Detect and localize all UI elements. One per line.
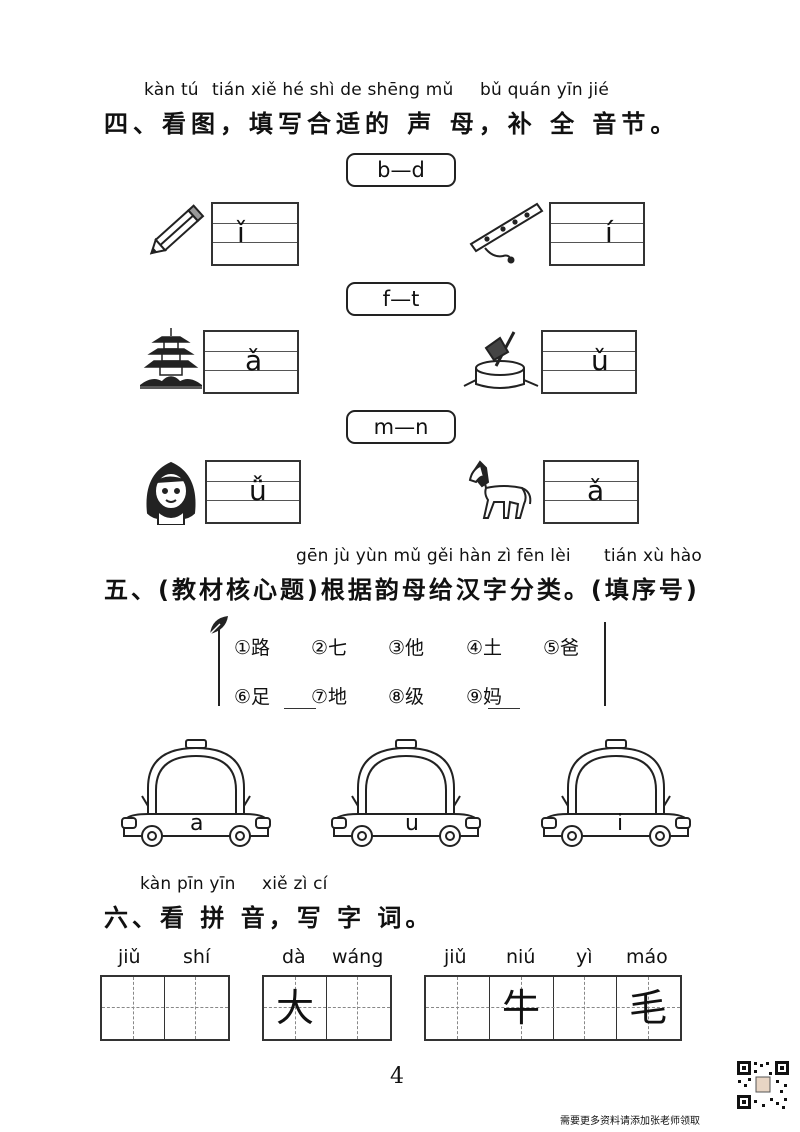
pencil-icon xyxy=(149,204,205,255)
syllable-text: ǐ xyxy=(237,216,245,249)
syllable-grid-2[interactable]: í xyxy=(549,202,645,266)
car-u[interactable] xyxy=(328,738,484,848)
syllable-text: ǚ xyxy=(249,474,267,507)
syllable-text: í xyxy=(605,216,613,249)
pinyin-tian-xie: tián xiě hé shì de shēng mǔ xyxy=(212,80,454,100)
car-i-label: i xyxy=(617,811,624,836)
char-item-1: ①路 xyxy=(234,637,271,659)
underline-mark xyxy=(488,708,520,709)
pinyin-kan-pin-yin: kàn pīn yīn xyxy=(140,874,236,894)
pinyin-bu-quan: bǔ quán yīn jié xyxy=(480,80,609,100)
writing-grid-2[interactable]: 大 xyxy=(262,975,392,1041)
grid-char: 牛 xyxy=(501,986,540,1030)
pinyin-jiu-2: jiǔ xyxy=(444,946,467,968)
char-item-8: ⑧级 xyxy=(388,686,425,708)
pinyin-jiu: jiǔ xyxy=(118,946,141,968)
pinyin-tian-xu-hao: tián xù hào xyxy=(604,546,703,566)
syllable-text: ǎ xyxy=(587,474,605,507)
syllable-grid-4[interactable]: ǔ xyxy=(541,330,637,394)
writing-grid-1[interactable] xyxy=(100,975,230,1041)
car-i[interactable] xyxy=(538,738,694,848)
grid-char: 毛 xyxy=(628,986,667,1030)
section6-heading: 六、看 拼 音，写 字 词。 xyxy=(104,904,434,932)
qr-caption: 需要更多资料请添加张老师领取 xyxy=(560,1116,700,1127)
syllable-grid-6[interactable]: ǎ xyxy=(543,460,639,524)
pinyin-mao: máo xyxy=(626,946,668,968)
pair-b-d: b—d xyxy=(346,153,456,187)
car-a-label: a xyxy=(190,811,204,836)
grid-char: 大 xyxy=(275,986,314,1030)
character-list-box xyxy=(218,622,606,706)
pair-f-t: f—t xyxy=(346,282,456,316)
syllable-grid-1[interactable]: ǐ xyxy=(211,202,299,266)
pair-m-n: m—n xyxy=(346,410,456,444)
syllable-grid-3[interactable]: ǎ xyxy=(203,330,299,394)
leaf-icon xyxy=(209,616,228,635)
flute-icon xyxy=(469,202,544,264)
page-number: 4 xyxy=(390,1064,404,1089)
char-item-9: ⑨妈 xyxy=(466,686,503,708)
syllable-grid-5[interactable]: ǚ xyxy=(205,460,301,524)
pinyin-gen-ju: gēn jù yùn mǔ gěi hàn zì fēn lèi xyxy=(296,546,571,566)
qr-code-icon[interactable] xyxy=(736,1060,790,1110)
char-item-6: ⑥足 xyxy=(234,686,271,708)
girl-icon xyxy=(146,461,196,525)
char-item-2: ②七 xyxy=(311,637,348,659)
section4-heading: 四、看图，填写合适的 声 母，补 全 音节。 xyxy=(104,110,680,138)
syllable-text: ǎ xyxy=(245,344,263,377)
underline-mark xyxy=(284,708,316,709)
pinyin-xie-zi-ci: xiě zì cí xyxy=(262,874,328,894)
pinyin-niu: niú xyxy=(506,946,536,968)
writing-grid-3[interactable]: 牛 毛 xyxy=(424,975,682,1041)
section5-heading: 五、(教材核心题)根据韵母给汉字分类。(填序号) xyxy=(104,576,700,604)
char-item-5: ⑤爸 xyxy=(543,637,580,659)
char-item-7: ⑦地 xyxy=(311,686,348,708)
pinyin-kan-tu: kàn tú xyxy=(144,80,199,100)
pinyin-da: dà xyxy=(282,946,306,968)
pinyin-wang: wáng xyxy=(332,946,384,968)
char-item-3: ③他 xyxy=(388,637,425,659)
pinyin-shi: shí xyxy=(183,946,211,968)
syllable-text: ǔ xyxy=(591,344,609,377)
horse-icon xyxy=(468,460,532,519)
char-item-4: ④土 xyxy=(466,637,503,659)
pagoda-icon xyxy=(140,328,202,389)
car-a[interactable] xyxy=(118,738,274,848)
car-u-label: u xyxy=(405,811,419,836)
pinyin-yi: yì xyxy=(576,946,593,968)
axe-stump-icon xyxy=(463,331,539,389)
